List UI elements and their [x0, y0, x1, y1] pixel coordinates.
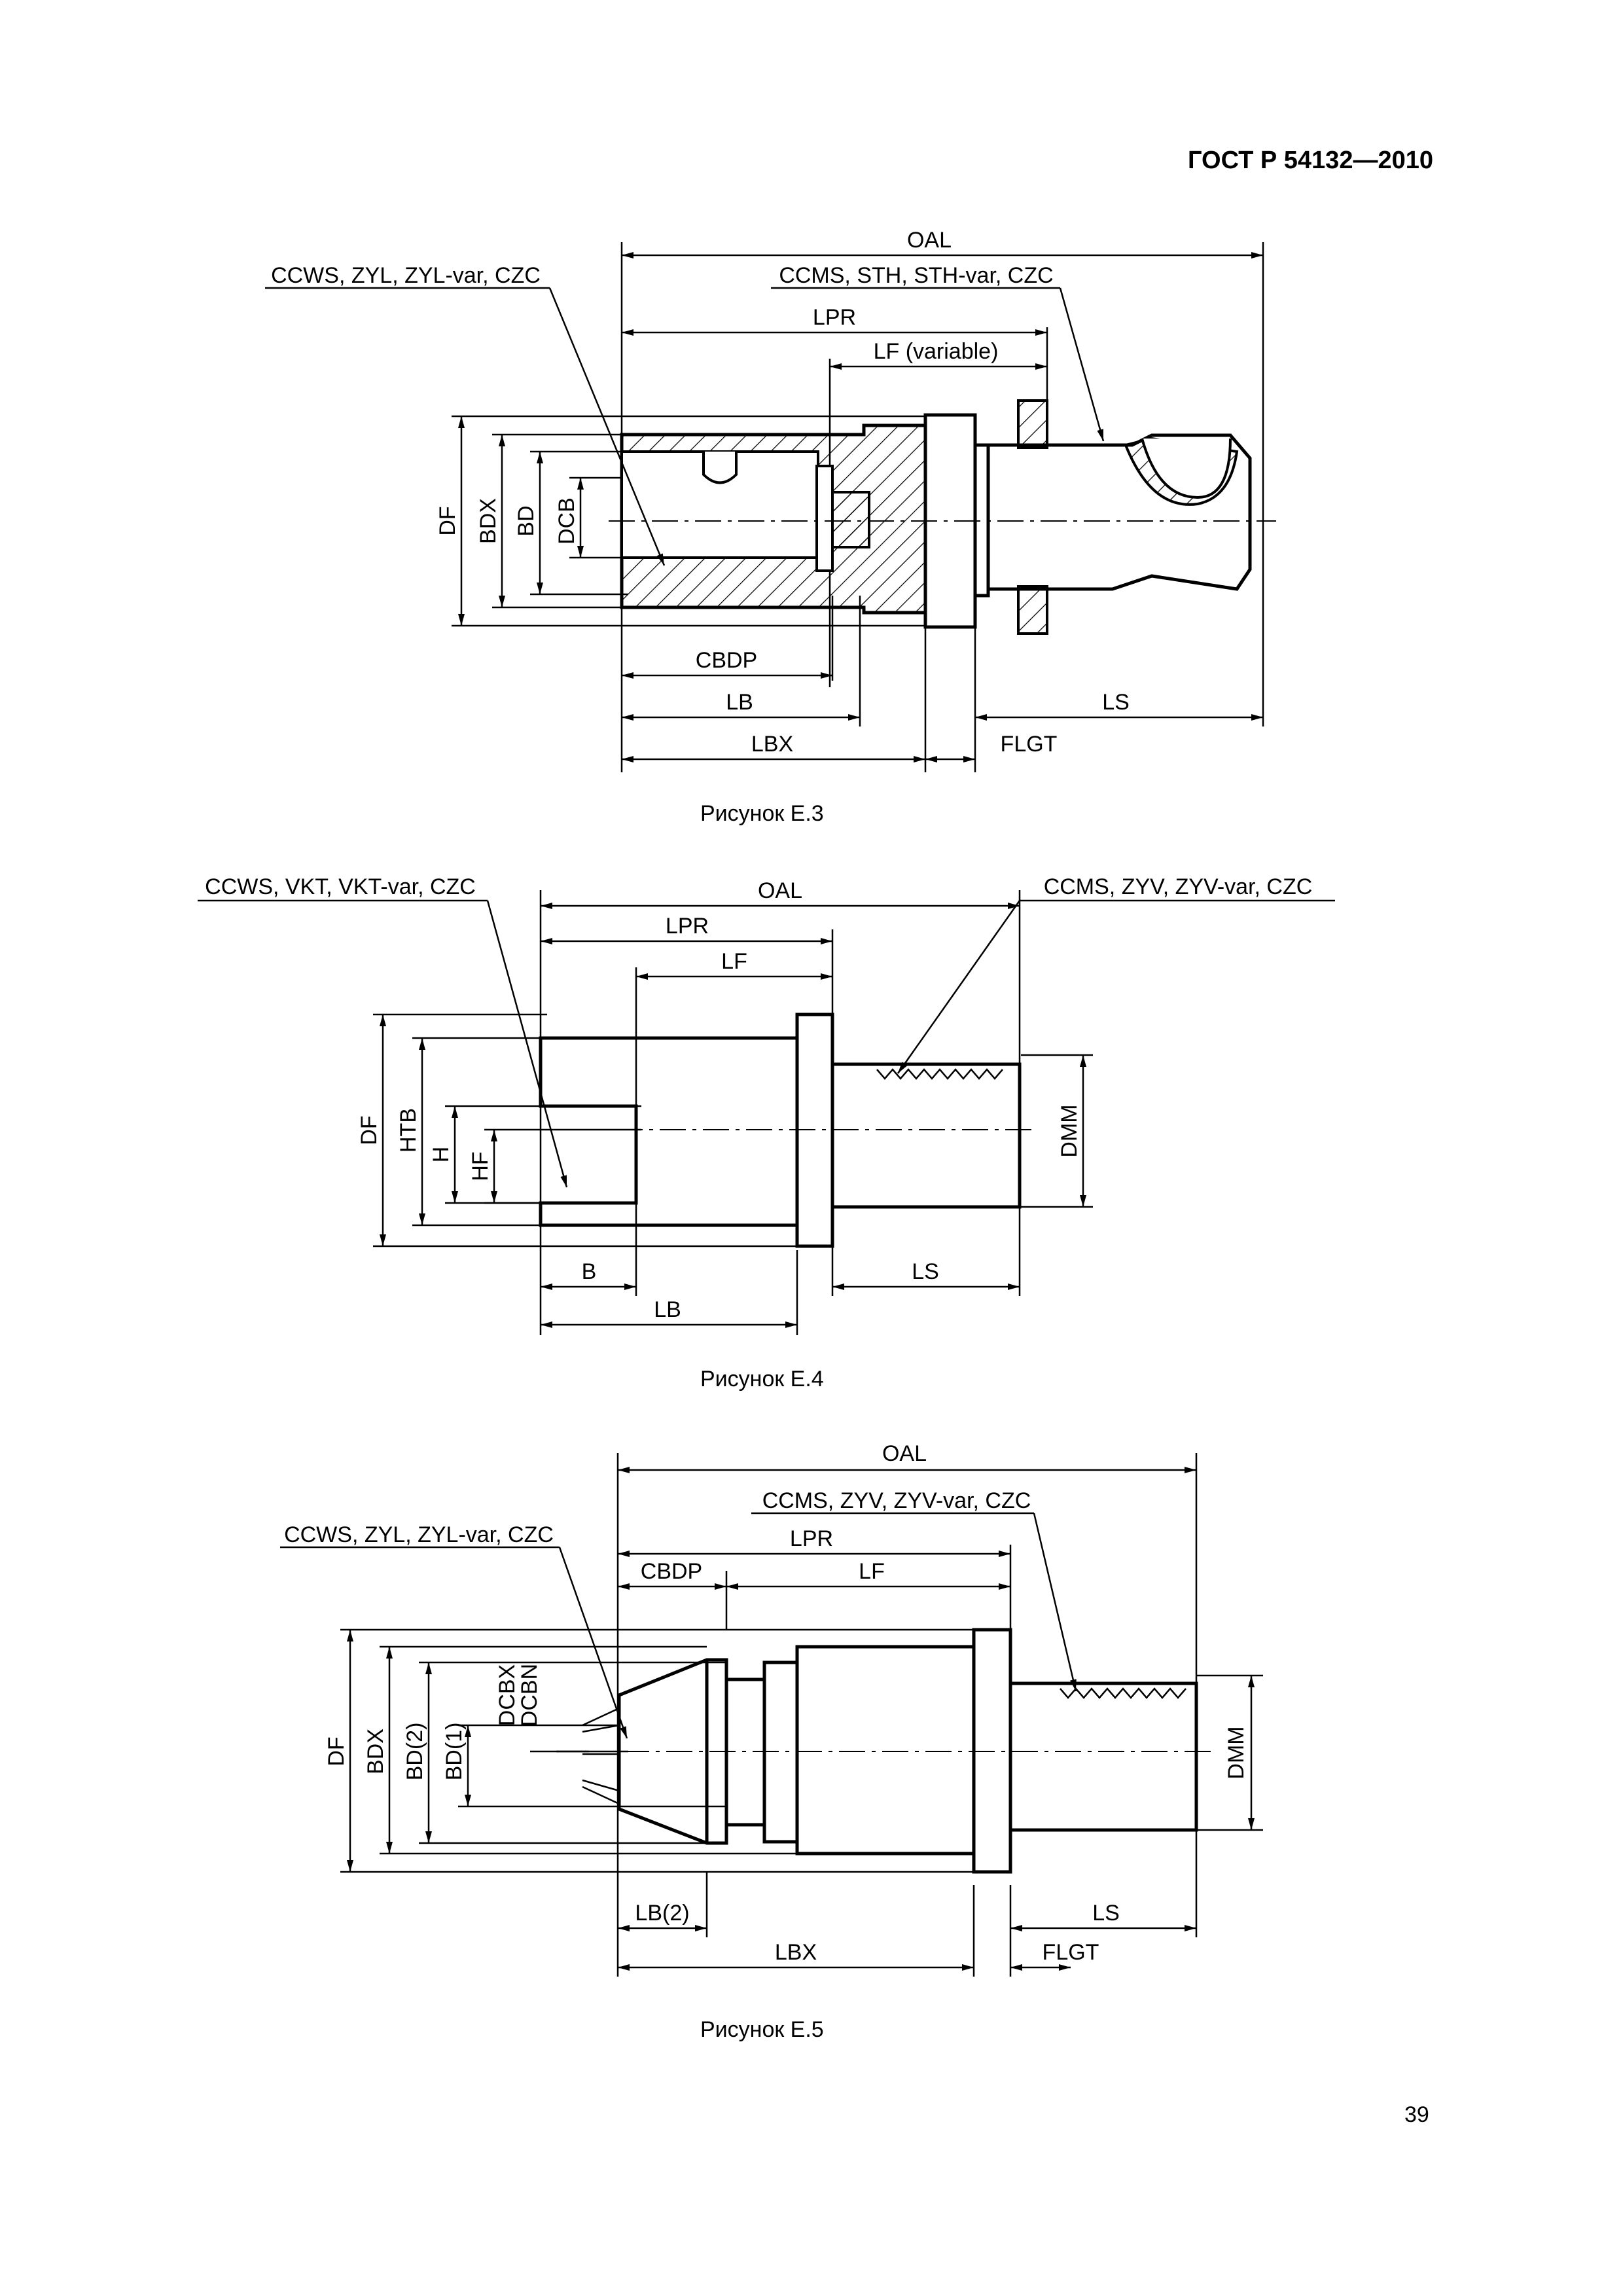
callout-left: CCWS, ZYL, ZYL-var, CZC [271, 263, 541, 288]
caption-figure-e3: Рисунок Е.3 [700, 801, 824, 826]
label-lf: LF [859, 1559, 885, 1584]
label-lb2: LB(2) [635, 1901, 689, 1926]
label-dmm: DMM [1057, 1104, 1082, 1157]
label-lpr: LPR [813, 305, 856, 330]
label-df: DF [324, 1736, 349, 1766]
label-bdx: BDX [363, 1729, 388, 1774]
caption-figure-e5: Рисунок Е.5 [700, 2017, 824, 2042]
label-ls: LS [1102, 690, 1130, 715]
caption-figure-e4: Рисунок Е.4 [700, 1367, 824, 1391]
label-ls: LS [1092, 1901, 1120, 1926]
label-bd1: BD(1) [442, 1723, 467, 1781]
label-b: B [582, 1259, 597, 1284]
label-dcbn: DCBN [517, 1664, 542, 1727]
label-lbx: LBX [775, 1940, 817, 1965]
callout-left: CCWS, VKT, VKT-var, CZC [205, 874, 476, 899]
label-flgt: FLGT [1043, 1940, 1099, 1965]
figure-e3-drawing: OAL CCMS, STH, STH-var, CZC CCWS, ZYL, Z… [265, 228, 1276, 772]
callout-right: CCMS, STH, STH-var, CZC [779, 263, 1053, 288]
label-df: DF [435, 506, 460, 535]
label-bdx: BDX [476, 498, 501, 544]
label-flgt: FLGT [1001, 732, 1058, 757]
label-lpr: LPR [790, 1526, 833, 1551]
label-hf: HF [468, 1151, 493, 1181]
figure-e4-drawing: OAL CCWS, VKT, VKT-var, CZC CCMS, ZYV, Z… [198, 874, 1335, 1335]
label-cbdp: CBDP [696, 648, 757, 673]
callout-right: CCMS, ZYV, ZYV-var, CZC [1044, 874, 1313, 899]
label-df: DF [357, 1115, 382, 1145]
page-number: 39 [1404, 2102, 1429, 2127]
label-bd: BD [514, 505, 539, 536]
label-lb: LB [726, 690, 753, 715]
label-oal: OAL [907, 228, 952, 253]
label-lf: LF (variable) [874, 339, 999, 364]
label-oal: OAL [882, 1441, 927, 1466]
label-lb: LB [654, 1297, 681, 1322]
label-lpr: LPR [666, 914, 709, 939]
label-lf: LF [721, 949, 747, 974]
standard-number: ГОСТ Р 54132—2010 [1188, 147, 1433, 174]
label-ls: LS [912, 1259, 939, 1284]
label-htb: HTB [396, 1108, 421, 1153]
label-cbdp: CBDP [641, 1559, 702, 1584]
label-dcbx: DCBX [495, 1664, 520, 1726]
label-bd2: BD(2) [402, 1723, 427, 1781]
label-dmm: DMM [1224, 1726, 1249, 1779]
label-lbx: LBX [751, 732, 793, 757]
callout-left: CCWS, ZYL, ZYL-var, CZC [284, 1522, 554, 1547]
label-oal: OAL [758, 878, 802, 903]
figure-e5-drawing: OAL CCMS, ZYV, ZYV-var, CZC CCWS, ZYL, Z… [280, 1441, 1263, 1977]
callout-right: CCMS, ZYV, ZYV-var, CZC [762, 1488, 1031, 1513]
label-h: H [429, 1147, 454, 1163]
label-dcb: DCB [554, 497, 579, 545]
